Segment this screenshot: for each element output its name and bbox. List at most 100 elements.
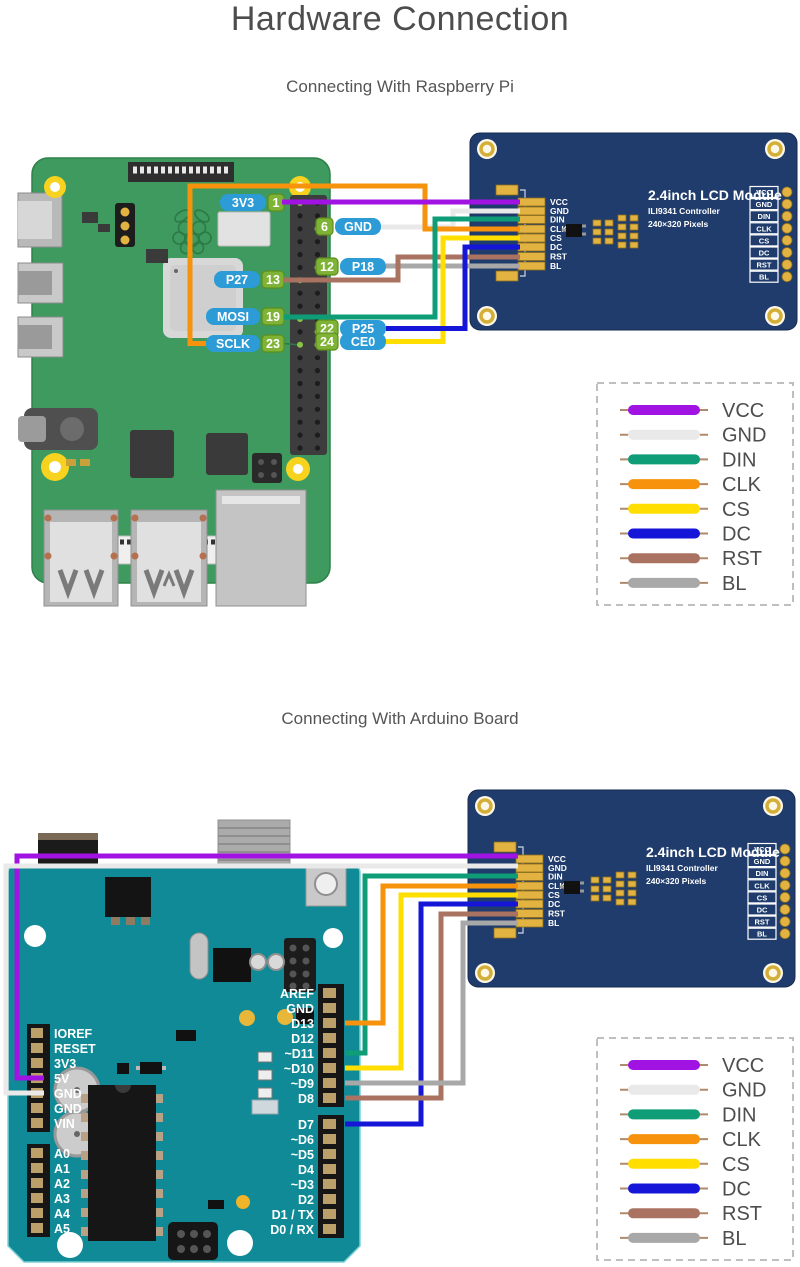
- svg-text:CS: CS: [757, 893, 767, 902]
- svg-text:13: 13: [266, 273, 280, 287]
- svg-text:GND: GND: [722, 425, 766, 447]
- lcd-pad-labels: VCC GND DIN CLK CS DC RST BL: [550, 197, 569, 271]
- arduino-small-components: [117, 1008, 314, 1209]
- svg-text:RST: RST: [757, 261, 772, 270]
- pi-pin-label-gnd: 6 GND: [315, 217, 381, 236]
- svg-text:240×320 Pixels: 240×320 Pixels: [648, 219, 709, 229]
- svg-text:P25: P25: [352, 322, 374, 336]
- svg-text:CS: CS: [550, 233, 562, 243]
- svg-text:2.4inch LCD Module: 2.4inch LCD Module: [648, 187, 782, 203]
- svg-text:GND: GND: [54, 1087, 82, 1101]
- svg-text:D8: D8: [298, 1092, 314, 1106]
- svg-text:3V3: 3V3: [54, 1057, 76, 1071]
- svg-text:P27: P27: [226, 273, 248, 287]
- wire-clk: [187, 183, 520, 346]
- svg-text:240×320 Pixels: 240×320 Pixels: [646, 876, 707, 886]
- wire-rst: [345, 911, 518, 1101]
- svg-text:1: 1: [273, 196, 280, 210]
- lcd-mounting-holes: [475, 796, 783, 983]
- arduino-mounting-holes: [24, 925, 343, 1258]
- pi-camera-connector: [128, 162, 234, 182]
- pi-soc-chip: [163, 258, 243, 338]
- legend-raspberry-pi: VCC GND DIN CLK CS DC RST BL: [596, 382, 794, 606]
- arduino-regulator: [105, 877, 151, 925]
- page-title: Hardware Connection: [230, 0, 570, 38]
- lcd-smd-components: [560, 871, 637, 906]
- svg-text:RESET: RESET: [54, 1042, 96, 1056]
- section-title-raspberry-pi: Connecting With Raspberry Pi: [286, 77, 514, 96]
- svg-text:ILI9341 Controller: ILI9341 Controller: [648, 206, 720, 216]
- wire-cs: [345, 892, 518, 1071]
- pi-pin-label-p27: P27 13: [214, 270, 285, 289]
- svg-text:3V3: 3V3: [232, 196, 254, 210]
- svg-text:~D10: ~D10: [284, 1062, 314, 1076]
- pi-wireless-module: [217, 211, 271, 247]
- wire-din: [345, 873, 518, 1056]
- svg-text:DIN: DIN: [758, 212, 771, 221]
- lcd-wire-pads: [495, 184, 546, 282]
- svg-text:VCC: VCC: [548, 854, 566, 864]
- svg-text:19: 19: [266, 310, 280, 324]
- svg-text:GND: GND: [54, 1102, 82, 1116]
- legend-arduino: VCC GND DIN CLK CS DC RST BL: [596, 1037, 794, 1261]
- lcd-module-arduino: VCC GND DIN CLK CS DC RST BL: [467, 789, 796, 988]
- lcd-pad-labels: VCC GND DIN CLK CS DC RST BL: [548, 854, 567, 928]
- wire-vcc: [14, 853, 518, 1081]
- lcd-text-block: 2.4inch LCD Module ILI9341 Controller 24…: [648, 187, 782, 229]
- svg-text:IOREF: IOREF: [54, 1027, 93, 1041]
- svg-text:D2: D2: [298, 1193, 314, 1207]
- svg-text:D1 / TX: D1 / TX: [272, 1208, 315, 1222]
- pi-usb-ports: [43, 509, 208, 607]
- svg-text:P18: P18: [352, 260, 374, 274]
- svg-text:24: 24: [320, 335, 334, 349]
- svg-text:DIN: DIN: [722, 449, 756, 471]
- arduino-board: IOREF RESET 3V3 5V GND GND VIN A0 A1 A2 …: [7, 819, 361, 1263]
- svg-text:23: 23: [266, 337, 280, 351]
- svg-text:A1: A1: [54, 1162, 70, 1176]
- pi-pin-label-sclk: SCLK 23: [206, 334, 285, 353]
- raspberry-pi-board: [17, 157, 331, 607]
- svg-text:DC: DC: [548, 899, 560, 909]
- svg-text:SCLK: SCLK: [216, 337, 250, 351]
- svg-text:12: 12: [320, 260, 334, 274]
- svg-text:RST: RST: [722, 548, 762, 570]
- wire-cs: [386, 235, 520, 344]
- arduino-digital-header-2: [318, 1115, 344, 1238]
- svg-text:D12: D12: [291, 1032, 314, 1046]
- svg-text:VCC: VCC: [756, 188, 772, 197]
- arduino-icsp-header-bottom: [168, 1222, 218, 1260]
- svg-text:DC: DC: [757, 906, 768, 915]
- svg-text:BL: BL: [722, 1228, 746, 1250]
- svg-text:CLK: CLK: [722, 1129, 762, 1151]
- svg-text:~D5: ~D5: [291, 1148, 314, 1162]
- svg-text:VCC: VCC: [722, 1055, 764, 1077]
- svg-text:CLK: CLK: [722, 474, 762, 496]
- svg-text:GND: GND: [722, 1080, 766, 1102]
- svg-text:D7: D7: [298, 1118, 314, 1132]
- arduino-analog-header: [27, 1144, 50, 1237]
- svg-text:D13: D13: [291, 1017, 314, 1031]
- wire-clk: [345, 883, 518, 1026]
- arduino-atmega-chip: [81, 1085, 163, 1241]
- svg-text:RST: RST: [550, 252, 568, 262]
- svg-text:VCC: VCC: [722, 400, 764, 422]
- svg-text:CS: CS: [722, 1154, 750, 1176]
- pi-usb-micro-ports: [17, 262, 64, 358]
- svg-text:~D6: ~D6: [291, 1133, 314, 1147]
- svg-text:CLK: CLK: [754, 881, 770, 890]
- svg-text:CS: CS: [722, 499, 750, 521]
- section-title-arduino: Connecting With Arduino Board: [281, 709, 519, 728]
- pi-small-components: [66, 203, 282, 483]
- lcd-smd-components: [562, 214, 639, 249]
- svg-text:BL: BL: [548, 918, 559, 928]
- arduino-digital-header-1: [318, 984, 344, 1107]
- svg-text:BL: BL: [550, 261, 561, 271]
- svg-text:ILI9341 Controller: ILI9341 Controller: [646, 863, 718, 873]
- wire-dc: [345, 901, 518, 1127]
- svg-text:DC: DC: [550, 242, 562, 252]
- wires-arduino: [3, 853, 518, 1127]
- lcd-text-block: 2.4inch LCD Module ILI9341 Controller 24…: [646, 844, 780, 886]
- svg-text:VIN: VIN: [54, 1117, 75, 1131]
- lcd-pin-table: VCC GND DIN CLK CS DC RST BL: [749, 185, 793, 283]
